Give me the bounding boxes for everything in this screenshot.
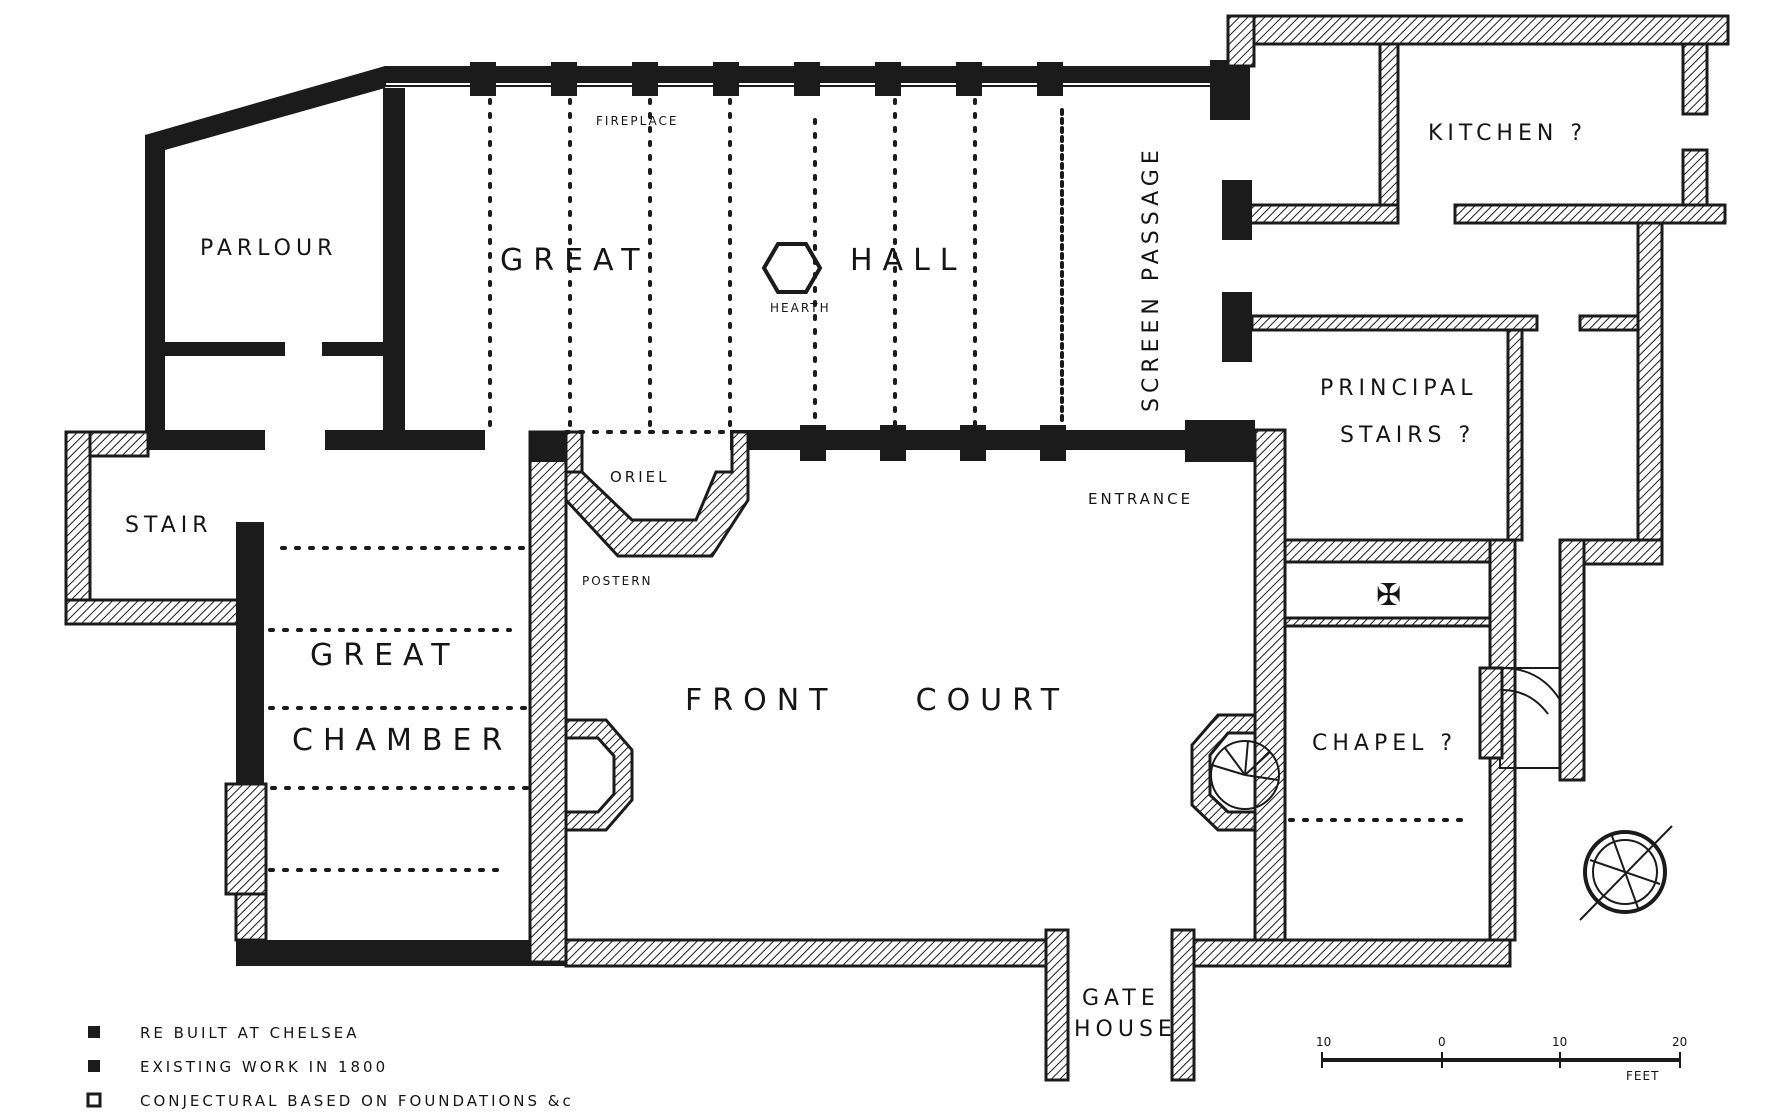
label-hearth: HEARTH [770,301,831,315]
room-label-great-chamber-2: CHAMBER [292,723,512,758]
stair-walls [64,430,248,626]
label-postern: POSTERN [582,574,653,588]
room-label-principal-stairs-2: STAIRS ? [1340,423,1475,448]
kitchen-walls [1222,14,1730,240]
legend-item-existing: EXISTING WORK IN 1800 [140,1058,388,1076]
room-label-gate-house-1: GATE [1082,986,1160,1011]
room-label-front-court: FRONT COURT [685,683,1069,718]
scale-unit-label: FEET [1626,1069,1659,1083]
room-label-great-chamber-1: GREAT [310,638,460,673]
label-oriel: ORIEL [610,468,670,486]
great-hall-north-wall [384,60,1250,120]
oriel-walls [564,430,750,558]
chapel-turret [1190,713,1280,832]
altar-cross: ✠ [1376,578,1401,613]
scale-tick-label: 10 [1552,1035,1567,1049]
room-label-principal-stairs-1: PRINCIPAL [1320,376,1478,401]
hall-dotted-lines [488,98,1064,434]
room-label-chapel: CHAPEL ? [1312,731,1457,756]
great-hall-south-wall [730,420,1255,462]
room-label-great-hall-1: GREAT [500,243,650,278]
hearth-hexagon [761,242,823,294]
scale-tick-label: 10 [1316,1035,1331,1049]
room-label-parlour: PARLOUR [200,236,337,261]
chamber-dotted-lines [268,546,1472,872]
scale-tick-label: 20 [1672,1035,1687,1049]
room-label-kitchen: KITCHEN ? [1428,121,1587,146]
room-label-stair: STAIR [125,513,213,538]
label-fireplace: FIREPLACE [596,114,679,128]
scale-bar [1321,1052,1681,1068]
great-chamber-walls [224,430,568,966]
parlour-walls [145,66,485,450]
legend-item-rebuilt: RE BUILT AT CHELSEA [140,1024,359,1042]
east-stair-turret [1478,666,1561,760]
front-court-south-wall [564,928,1512,1082]
east-range-walls [1222,221,1664,962]
west-bay [564,718,634,832]
room-label-screen-passage: SCREEN PASSAGE [1139,145,1164,412]
room-label-gate-house-2: HOUSE [1074,1017,1177,1042]
legend-item-conjectural: CONJECTURAL BASED ON FOUNDATIONS &c [140,1092,574,1110]
label-entrance: ENTRANCE [1088,490,1193,508]
scale-tick-label: 0 [1438,1035,1446,1049]
compass-rose-icon [1579,825,1673,921]
legend-markers [86,1026,102,1108]
room-label-great-hall-2: HALL [850,243,967,278]
